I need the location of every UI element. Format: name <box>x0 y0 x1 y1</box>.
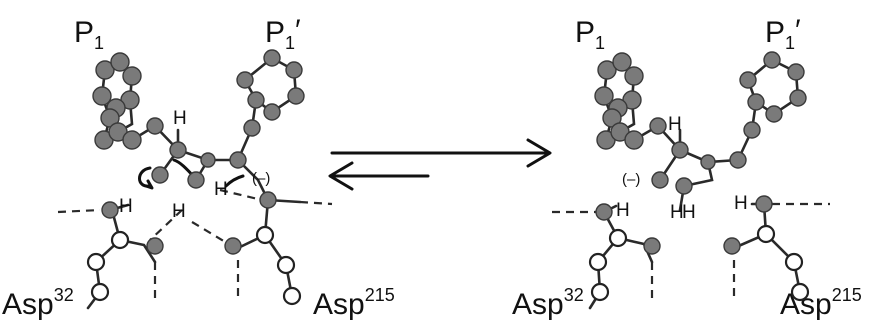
right-hydrogen-4: H <box>734 193 748 214</box>
right-p1prime-label: P1′ <box>765 14 801 53</box>
left-carbon-atoms <box>92 49 305 255</box>
left-asp215-label: Asp215 <box>313 285 395 321</box>
right-oxygen-atoms <box>588 224 810 302</box>
right-hydrogen-3: H <box>670 202 684 223</box>
right-panel: P1 P1′ Asp32 Asp215 <box>512 14 862 321</box>
left-p1prime-label: P1′ <box>265 14 301 53</box>
right-backbone <box>656 124 740 212</box>
left-hydrogen-4: H <box>214 179 228 200</box>
left-hydrogen-2: H <box>119 196 133 217</box>
left-oxygen-atoms <box>86 225 302 306</box>
left-hbonds <box>57 188 333 300</box>
left-hydrogen-1: H <box>173 108 187 129</box>
equilibrium-arrows-icon <box>328 138 552 191</box>
right-charge-label: (–) <box>622 171 640 188</box>
right-asp32-label: Asp32 <box>512 285 584 321</box>
right-carbon-atoms <box>594 51 807 255</box>
left-charge-label: (–) <box>252 170 270 187</box>
right-hbonds <box>552 202 830 300</box>
right-hydrogen-2: H <box>616 200 630 221</box>
left-asp32-label: Asp32 <box>2 285 74 321</box>
right-asp215-chain <box>732 202 802 294</box>
right-hydrogen-5: H <box>682 202 696 223</box>
left-hydrogen-3: H <box>172 201 186 222</box>
left-p1-label: P1 <box>74 16 104 53</box>
right-hydrogen-1: H <box>668 114 682 135</box>
right-p1-label: P1 <box>575 16 605 53</box>
left-panel: P1 P1′ Asp32 Asp215 <box>2 14 395 321</box>
left-asp215-chain <box>236 198 294 298</box>
